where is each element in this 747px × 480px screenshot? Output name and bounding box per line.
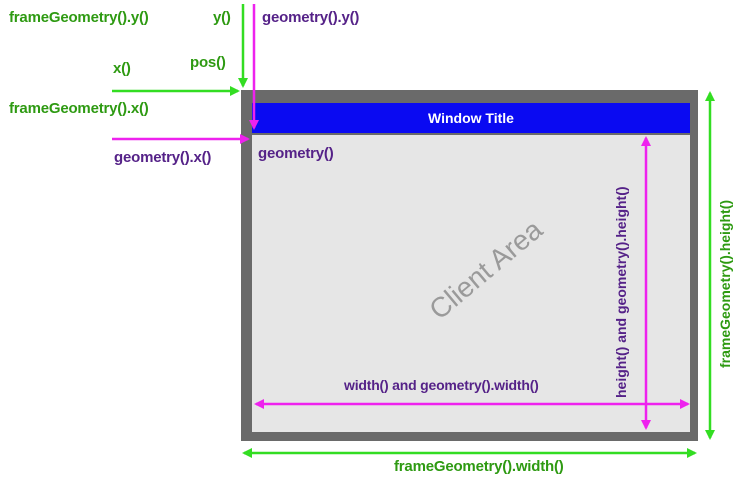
width-geometry-width-label: width() and geometry().width() xyxy=(344,377,539,393)
pos-label: pos() xyxy=(190,54,226,71)
y-label: y() xyxy=(213,9,231,26)
window-title: Window Title xyxy=(428,110,514,126)
frame-geometry-x-label: frameGeometry().x() xyxy=(9,100,149,117)
client-area xyxy=(252,135,690,432)
frame-geometry-width-label: frameGeometry().width() xyxy=(394,458,564,475)
geometry-label: geometry() xyxy=(258,145,334,162)
window-title-bar: Window Title xyxy=(252,103,690,133)
geometry-y-label: geometry().y() xyxy=(262,9,360,26)
geometry-x-label: geometry().x() xyxy=(114,149,212,166)
height-geometry-height-label: height() and geometry().height() xyxy=(613,186,629,398)
frame-geometry-y-label: frameGeometry().y() xyxy=(9,9,149,26)
x-label: x() xyxy=(113,60,131,77)
frame-geometry-height-label: frameGeometry().height() xyxy=(717,199,733,368)
